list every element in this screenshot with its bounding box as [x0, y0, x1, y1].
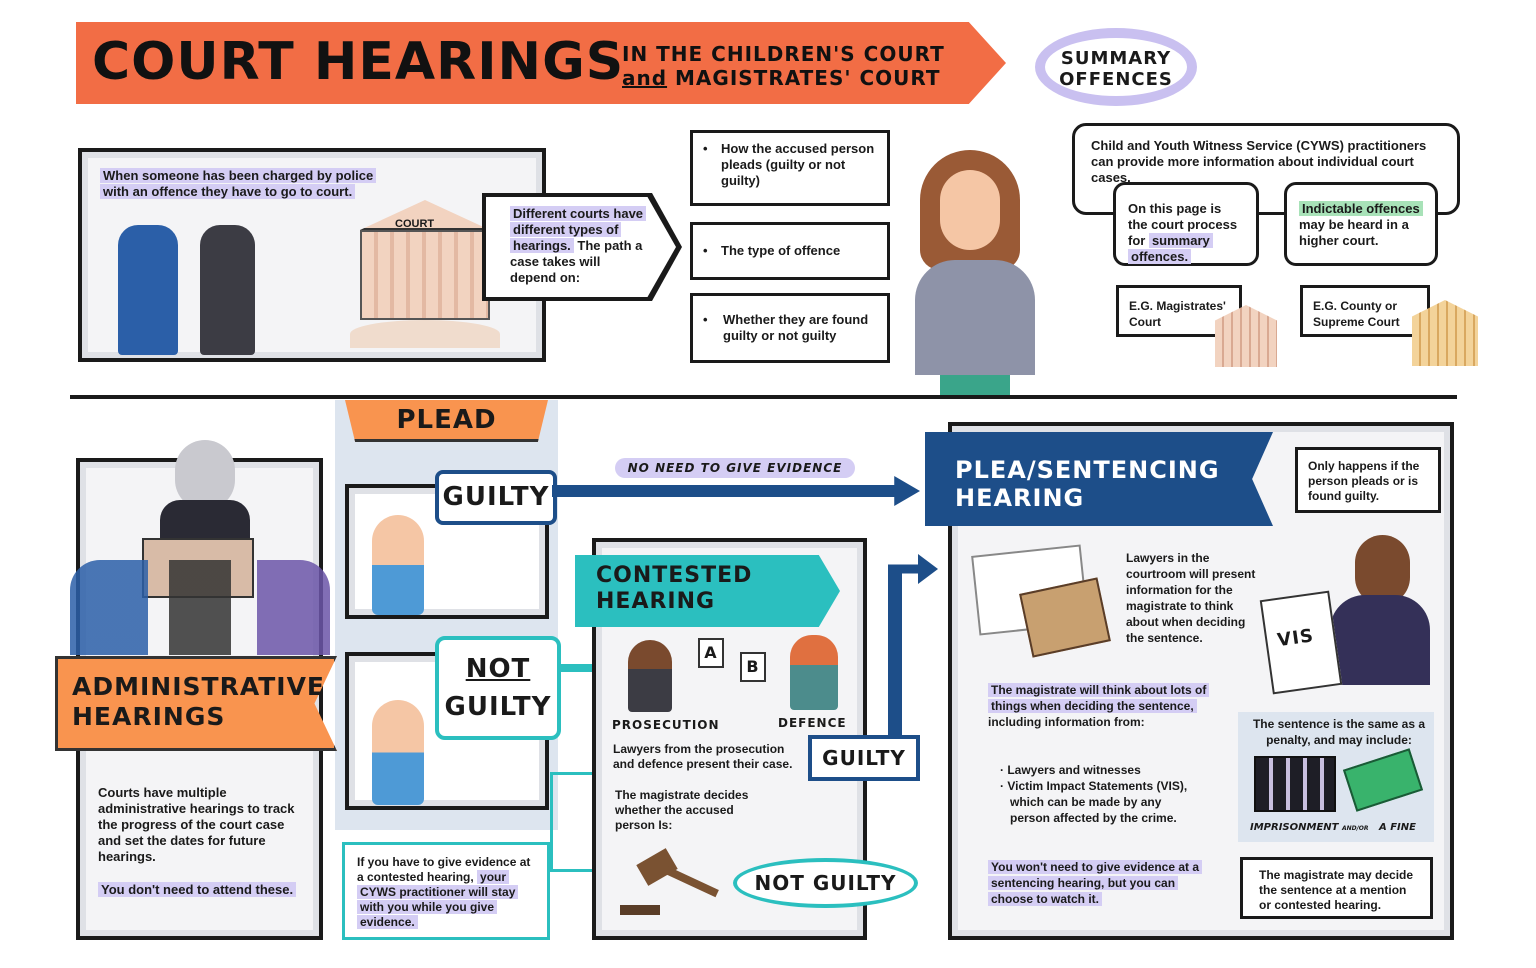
cyws-practitioner-illustration	[905, 150, 1045, 395]
magistrates-court-icon	[1215, 305, 1277, 367]
evidence-connector	[550, 772, 592, 872]
penalty-labels: IMPRISONMENT AND/OR A FINE	[1250, 822, 1416, 833]
contested-banner	[575, 555, 840, 627]
plead-banner: PLEAD	[345, 400, 548, 442]
magistrate-thinks-text: The magistrate will think about lots of …	[988, 682, 1210, 730]
magistrate-reading-illustration	[1320, 535, 1430, 685]
defence-label: DEFENCE	[778, 716, 847, 730]
indictable-offences-bubble: Indictable offences may be heard in a hi…	[1284, 182, 1438, 266]
summary-offences-bubble: On this page is the court process for su…	[1113, 182, 1259, 266]
not-guilty-verdict-bubble: NOT GUILTY	[733, 858, 918, 908]
watch-hearing-text: You won't need to give evidence at a sen…	[988, 859, 1210, 907]
card-a: A	[698, 638, 724, 668]
defence-lawyer-illustration	[790, 635, 838, 710]
title-banner	[76, 22, 1006, 104]
subtitle-line2: and MAGISTRATES' COURT	[622, 66, 941, 90]
information-sources-list: · Lawyers and witnesses · Victim Impact …	[1000, 762, 1200, 826]
eg-magistrates-box: E.G. Magistrates' Court	[1116, 285, 1242, 337]
magistrate-decides-text: The magistrate decides whether the accus…	[615, 788, 749, 832]
accused-person-illustration	[200, 225, 255, 355]
admin-banner	[55, 656, 337, 751]
mention-box: The magistrate may decide the sentence a…	[1240, 857, 1433, 919]
factor-verdict: •Whether they are found guilty or not gu…	[690, 293, 890, 363]
only-if-guilty-box: Only happens if the person pleads or is …	[1295, 447, 1441, 513]
factor-offence-type: •The type of offence	[690, 222, 890, 280]
lawyers-present-information: Lawyers in the courtroom will present in…	[1126, 551, 1256, 645]
page-title: COURT HEARINGS	[92, 32, 625, 92]
prison-bars-icon	[1254, 756, 1336, 812]
police-officer-illustration	[118, 225, 178, 355]
admin-text: Courts have multiple administrative hear…	[98, 785, 295, 864]
young-person-illustration	[372, 515, 424, 615]
different-courts-text: Different courts have different types of…	[510, 206, 650, 286]
guilty-plea-bubble: GUILTY	[435, 470, 557, 525]
eg-county-box: E.G. County or Supreme Court	[1300, 285, 1430, 337]
card-b: B	[740, 652, 766, 682]
young-person-illustration-2	[372, 700, 424, 805]
list-item: · Lawyers and witnesses	[1000, 763, 1141, 777]
sentencing-banner	[925, 432, 1273, 526]
no-evidence-label: NO NEED TO GIVE EVIDENCE	[615, 458, 855, 478]
evidence-support-box: If you have to give evidence at a contes…	[342, 842, 550, 940]
section-divider	[70, 395, 1457, 399]
lawyers-present-text: Lawyers from the prosecution and defence…	[613, 742, 793, 771]
county-court-icon	[1412, 300, 1478, 366]
court-building-icon: COURT	[350, 190, 500, 350]
gavel-icon	[620, 848, 720, 915]
list-item: · Victim Impact Statements (VIS), which …	[1000, 779, 1188, 825]
gallery-people-illustration	[70, 560, 330, 655]
intro-text: When someone has been charged by police …	[100, 168, 400, 200]
prosecution-lawyer-illustration	[628, 640, 672, 712]
prosecution-label: PROSECUTION	[612, 718, 720, 732]
penalty-text: The sentence is the same as a penalty, a…	[1252, 717, 1426, 747]
summary-offences-badge: SUMMARY OFFENCES	[1035, 28, 1197, 106]
arrow-guilty-to-sentencing	[888, 568, 902, 738]
vis-document-icon: VIS	[1259, 590, 1343, 695]
arrow-to-sentencing	[552, 476, 920, 506]
documents-folder-icon	[971, 544, 1111, 658]
factor-plea: •How the accused person pleads (guilty o…	[690, 130, 890, 206]
guilty-verdict-bubble: GUILTY	[808, 735, 920, 781]
subtitle-line1: IN THE CHILDREN'S COURT	[622, 42, 945, 66]
admin-note: You don't need to attend these.	[98, 882, 303, 898]
